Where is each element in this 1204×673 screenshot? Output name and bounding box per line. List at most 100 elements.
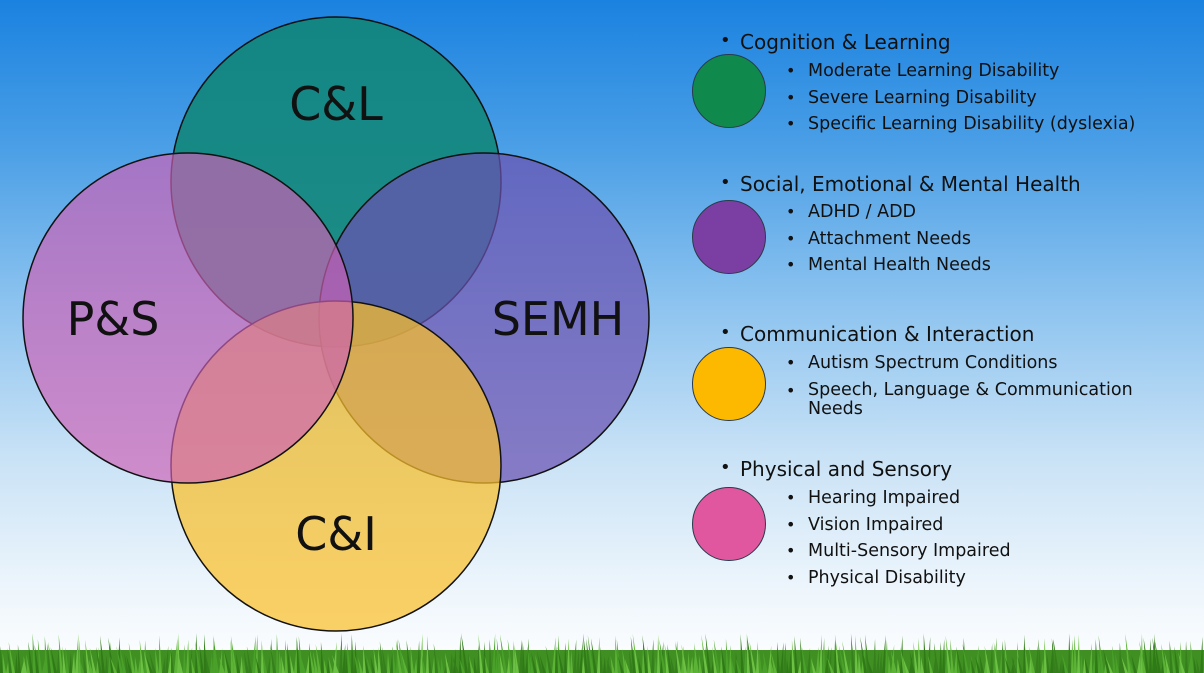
group-heading: Physical and Sensory bbox=[720, 457, 952, 481]
grass-blade bbox=[570, 649, 573, 673]
grass-blade bbox=[740, 634, 744, 673]
grass-blade bbox=[810, 655, 813, 673]
grass-blade bbox=[270, 643, 276, 673]
grass-blade bbox=[23, 655, 27, 673]
grass-blade bbox=[364, 656, 369, 673]
grass-blade bbox=[579, 640, 583, 673]
swatch-orange bbox=[692, 347, 766, 421]
group-heading: Communication & Interaction bbox=[720, 322, 1034, 346]
grass-blade bbox=[698, 654, 702, 673]
grass-blade bbox=[721, 646, 726, 673]
grass-blade bbox=[342, 644, 346, 673]
grass-blade bbox=[1035, 638, 1039, 673]
grass-blade bbox=[483, 641, 486, 673]
grass-blade bbox=[312, 650, 318, 673]
grass-blade bbox=[1139, 640, 1146, 673]
grass-blade bbox=[236, 653, 240, 673]
grass-blade bbox=[421, 653, 426, 673]
grass-blade bbox=[473, 656, 477, 673]
grass-blade bbox=[358, 657, 363, 673]
grass-blade bbox=[328, 656, 333, 673]
grass-blade bbox=[816, 646, 819, 673]
grass-blade bbox=[230, 639, 234, 673]
grass-blade bbox=[296, 636, 300, 673]
grass-blade bbox=[1106, 658, 1113, 673]
grass-blade bbox=[807, 647, 811, 673]
grass-blade bbox=[83, 653, 87, 673]
grass-blade bbox=[834, 638, 837, 673]
grass-blade bbox=[1103, 648, 1110, 673]
list-item: Hearing Impaired bbox=[786, 485, 1011, 512]
grass-blade bbox=[990, 643, 993, 673]
grass-blade bbox=[1084, 656, 1089, 673]
grass-blade bbox=[725, 639, 729, 673]
grass-blade bbox=[729, 652, 735, 673]
grass-blade bbox=[224, 652, 228, 673]
grass-blade bbox=[659, 639, 666, 673]
grass-blade bbox=[199, 645, 204, 673]
grass-blade bbox=[1044, 638, 1047, 673]
grass-blade bbox=[687, 651, 690, 673]
grass-blade bbox=[927, 655, 933, 673]
group-heading: Social, Emotional & Mental Health bbox=[720, 172, 1081, 196]
grass-blade bbox=[441, 656, 444, 673]
grass-blade bbox=[351, 634, 354, 673]
grass-blade bbox=[786, 658, 789, 673]
grass-blade bbox=[58, 634, 63, 673]
grass-blade bbox=[513, 640, 516, 673]
grass-blade bbox=[956, 646, 963, 673]
grass-blade bbox=[600, 646, 603, 673]
grass-blade bbox=[75, 633, 79, 673]
grass-blade bbox=[900, 646, 906, 673]
grass-blade bbox=[979, 654, 984, 673]
list-item: Vision Impaired bbox=[786, 512, 1011, 539]
grass-blade bbox=[711, 658, 714, 673]
grass-blade bbox=[616, 639, 621, 673]
grass-blade bbox=[890, 649, 897, 673]
grass-blade bbox=[1196, 658, 1200, 673]
grass-blade bbox=[500, 634, 507, 673]
grass-blade bbox=[801, 647, 807, 673]
label-cl: C&L bbox=[289, 77, 383, 131]
grass-blade bbox=[1149, 639, 1152, 673]
grass-blade bbox=[210, 652, 213, 673]
grass-blade bbox=[346, 642, 351, 673]
grass-blade bbox=[670, 655, 675, 673]
grass-blade bbox=[195, 641, 201, 673]
grass-blades bbox=[0, 633, 1204, 673]
grass-blade bbox=[432, 654, 435, 673]
grass-blade bbox=[603, 656, 606, 673]
grass-blade bbox=[240, 655, 243, 673]
grass-blade bbox=[1089, 643, 1092, 673]
grass-blade bbox=[552, 637, 556, 673]
grass-blade bbox=[597, 637, 600, 673]
grass-blade bbox=[279, 650, 282, 673]
grass-blade bbox=[783, 642, 786, 673]
circle-physical-sensory bbox=[22, 152, 354, 484]
group-heading: Cognition & Learning bbox=[720, 30, 951, 54]
group-items: Moderate Learning Disability Severe Lear… bbox=[786, 58, 1135, 138]
list-item: Multi-Sensory Impaired bbox=[786, 538, 1011, 565]
grass-blade bbox=[72, 651, 75, 673]
grass-blade bbox=[842, 640, 849, 673]
grass-blade bbox=[1174, 646, 1179, 673]
grass-blade bbox=[800, 637, 804, 673]
grass-blade bbox=[1152, 633, 1155, 673]
grass-blade bbox=[1171, 651, 1176, 673]
list-item: Attachment Needs bbox=[786, 226, 991, 253]
grass-blade bbox=[913, 641, 918, 673]
grass-blade bbox=[496, 638, 501, 673]
grass-blade bbox=[573, 639, 577, 673]
grass-blade bbox=[255, 656, 261, 673]
grass-blade bbox=[146, 656, 153, 673]
grass-blade bbox=[186, 639, 189, 673]
grass-blade bbox=[1062, 658, 1065, 673]
grass-blade bbox=[1193, 656, 1197, 673]
grass-blade bbox=[1164, 651, 1170, 673]
grass-blade bbox=[1143, 637, 1149, 673]
grass-blade bbox=[478, 634, 483, 673]
grass-blade bbox=[450, 652, 453, 673]
grass-blade bbox=[942, 638, 945, 673]
grass-blade bbox=[582, 656, 585, 673]
grass-blade bbox=[398, 639, 405, 673]
